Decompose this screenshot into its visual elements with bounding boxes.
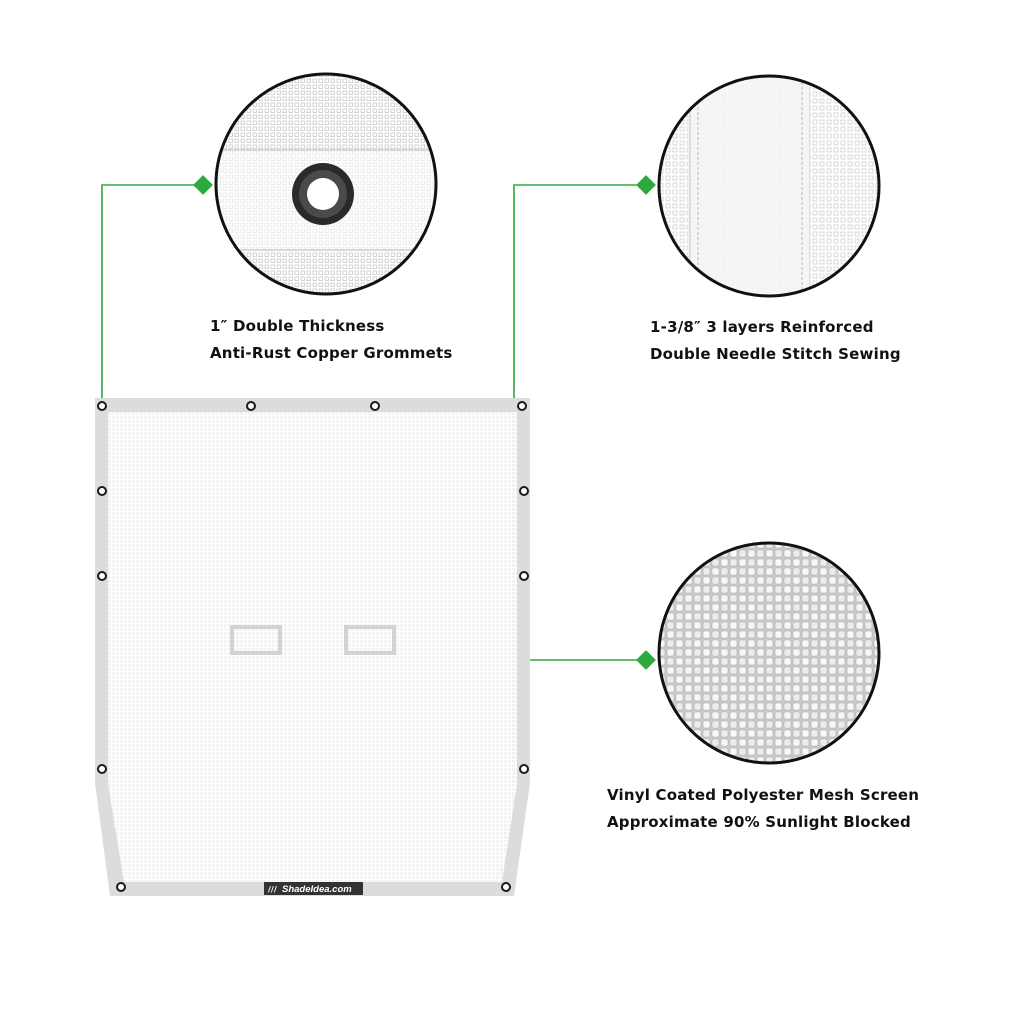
brand-logo-text: ShadeIdea.com <box>282 884 352 895</box>
panel-window-right <box>344 625 396 655</box>
grommet-caption-line2: Anti-Rust Copper Grommets <box>210 344 453 362</box>
grommet <box>501 882 511 892</box>
mesh-closeup-icon <box>657 541 881 765</box>
connector-grommet <box>101 175 213 405</box>
shade-panel <box>95 398 530 896</box>
brand-tag: /// ShadeIdea.com <box>264 882 363 895</box>
panel-window-left <box>230 625 282 655</box>
grommet <box>97 764 107 774</box>
grommet <box>519 486 529 496</box>
stitch-caption-line1: 1-3/8″ 3 layers Reinforced <box>650 318 874 336</box>
mesh-caption-line1: Vinyl Coated Polyester Mesh Screen <box>607 786 920 804</box>
connector-stitch <box>513 175 656 405</box>
grommet-closeup-icon <box>214 72 438 296</box>
grommet-caption-line1: 1″ Double Thickness <box>210 317 385 335</box>
grommet-caption: 1″ Double Thickness Anti-Rust Copper Gro… <box>210 313 453 367</box>
grommet <box>519 571 529 581</box>
mesh-caption-line2: Approximate 90% Sunlight Blocked <box>607 813 911 831</box>
grommet <box>116 882 126 892</box>
brand-tag-slashes: /// <box>268 885 277 894</box>
grommet <box>370 401 380 411</box>
grommet <box>97 571 107 581</box>
stitch-closeup-icon <box>657 74 881 298</box>
stitch-caption-line2: Double Needle Stitch Sewing <box>650 345 901 363</box>
grommet <box>97 401 107 411</box>
grommet <box>246 401 256 411</box>
grommet <box>517 401 527 411</box>
grommet <box>519 764 529 774</box>
grommet <box>97 486 107 496</box>
panel-grommets <box>97 401 529 892</box>
stitch-caption: 1-3/8″ 3 layers Reinforced Double Needle… <box>650 314 901 368</box>
mesh-caption: Vinyl Coated Polyester Mesh Screen Appro… <box>607 782 919 836</box>
